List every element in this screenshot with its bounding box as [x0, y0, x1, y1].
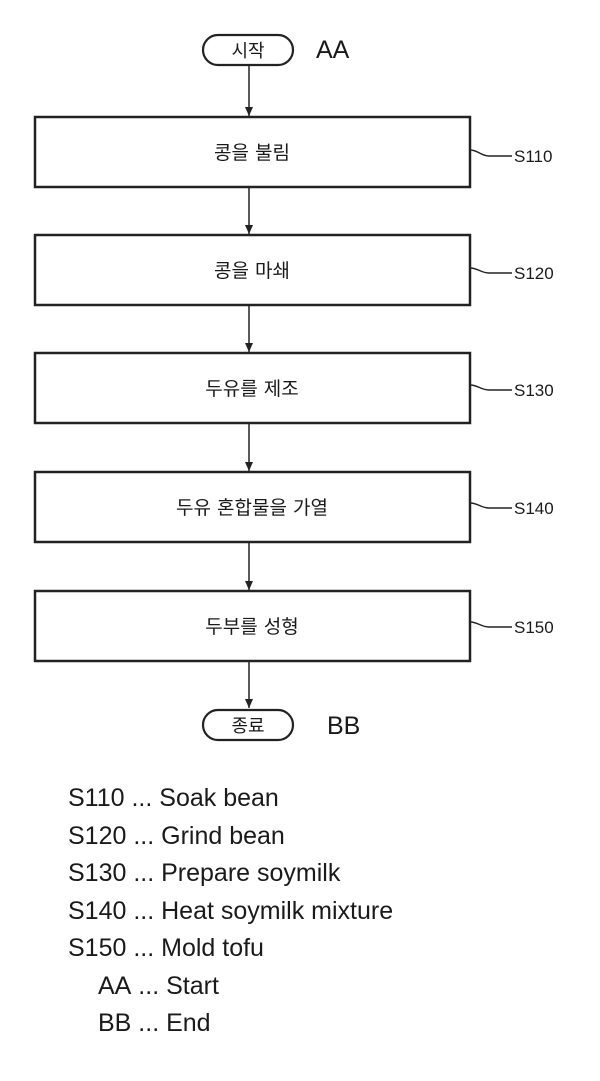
legend-text: End [166, 1005, 210, 1043]
step-id: S150 [514, 618, 554, 637]
end-terminal: 종료 [203, 710, 293, 740]
legend-row-s110: S110 ... Soak bean [68, 780, 393, 818]
legend-text: Prepare soymilk [161, 855, 340, 893]
legend-text: Start [166, 968, 219, 1006]
legend-code: S120 [68, 818, 126, 856]
legend-text: Mold tofu [161, 930, 264, 968]
end-tag: BB [327, 712, 360, 740]
legend-code: S140 [68, 893, 126, 931]
start-terminal: 시작 [203, 35, 293, 65]
legend-text: Soak bean [159, 780, 279, 818]
legend-row-bb: BB ... End [68, 1005, 393, 1043]
legend-code: BB [98, 1005, 131, 1043]
start-tag: AA [316, 36, 350, 64]
step-box-s140: 두유 혼합물을 가열 [35, 472, 470, 542]
step-id: S110 [514, 147, 552, 166]
legend-separator: ... [126, 818, 161, 856]
legend-separator: ... [126, 855, 161, 893]
step-label: 두유를 제조 [205, 378, 298, 400]
legend-code: AA [98, 968, 131, 1006]
legend-row-s150: S150 ... Mold tofu [68, 930, 393, 968]
legend-text: Grind bean [161, 818, 285, 856]
legend: S110 ... Soak bean S120 ... Grind bean S… [68, 780, 393, 1043]
legend-row-s120: S120 ... Grind bean [68, 818, 393, 856]
legend-separator: ... [126, 930, 161, 968]
legend-row-s130: S130 ... Prepare soymilk [68, 855, 393, 893]
step-id: S120 [514, 264, 554, 283]
legend-row-aa: AA ... Start [68, 968, 393, 1006]
step-label: 두유 혼합물을 가열 [176, 497, 328, 519]
step-id: S130 [514, 381, 554, 400]
step-box-s120: 콩을 마쇄 [35, 235, 470, 305]
legend-row-s140: S140 ... Heat soymilk mixture [68, 893, 393, 931]
legend-separator: ... [131, 968, 166, 1006]
legend-separator: ... [125, 780, 160, 818]
step-label: 콩을 불림 [214, 142, 290, 164]
step-box-s130: 두유를 제조 [35, 353, 470, 423]
start-label: 시작 [231, 41, 264, 62]
legend-separator: ... [126, 893, 161, 931]
step-id: S140 [514, 499, 554, 518]
end-label: 종료 [231, 716, 264, 737]
step-ref-s110: S110 [470, 147, 552, 166]
legend-separator: ... [131, 1005, 166, 1043]
step-ref-s130: S130 [470, 381, 554, 400]
step-box-s150: 두부를 성형 [35, 591, 470, 661]
step-label: 두부를 성형 [205, 616, 298, 638]
step-ref-s140: S140 [470, 499, 554, 518]
legend-text: Heat soymilk mixture [161, 893, 393, 931]
step-label: 콩을 마쇄 [214, 260, 290, 282]
legend-code: S150 [68, 930, 126, 968]
legend-code: S110 [68, 780, 125, 818]
step-ref-s150: S150 [470, 618, 554, 637]
step-box-s110: 콩을 불림 [35, 117, 470, 187]
flowchart: 시작 AA 콩을 불림 콩을 마쇄 두유를 제조 두유 혼합물을 가열 두부를 … [0, 0, 600, 760]
step-ref-s120: S120 [470, 264, 554, 283]
legend-code: S130 [68, 855, 126, 893]
